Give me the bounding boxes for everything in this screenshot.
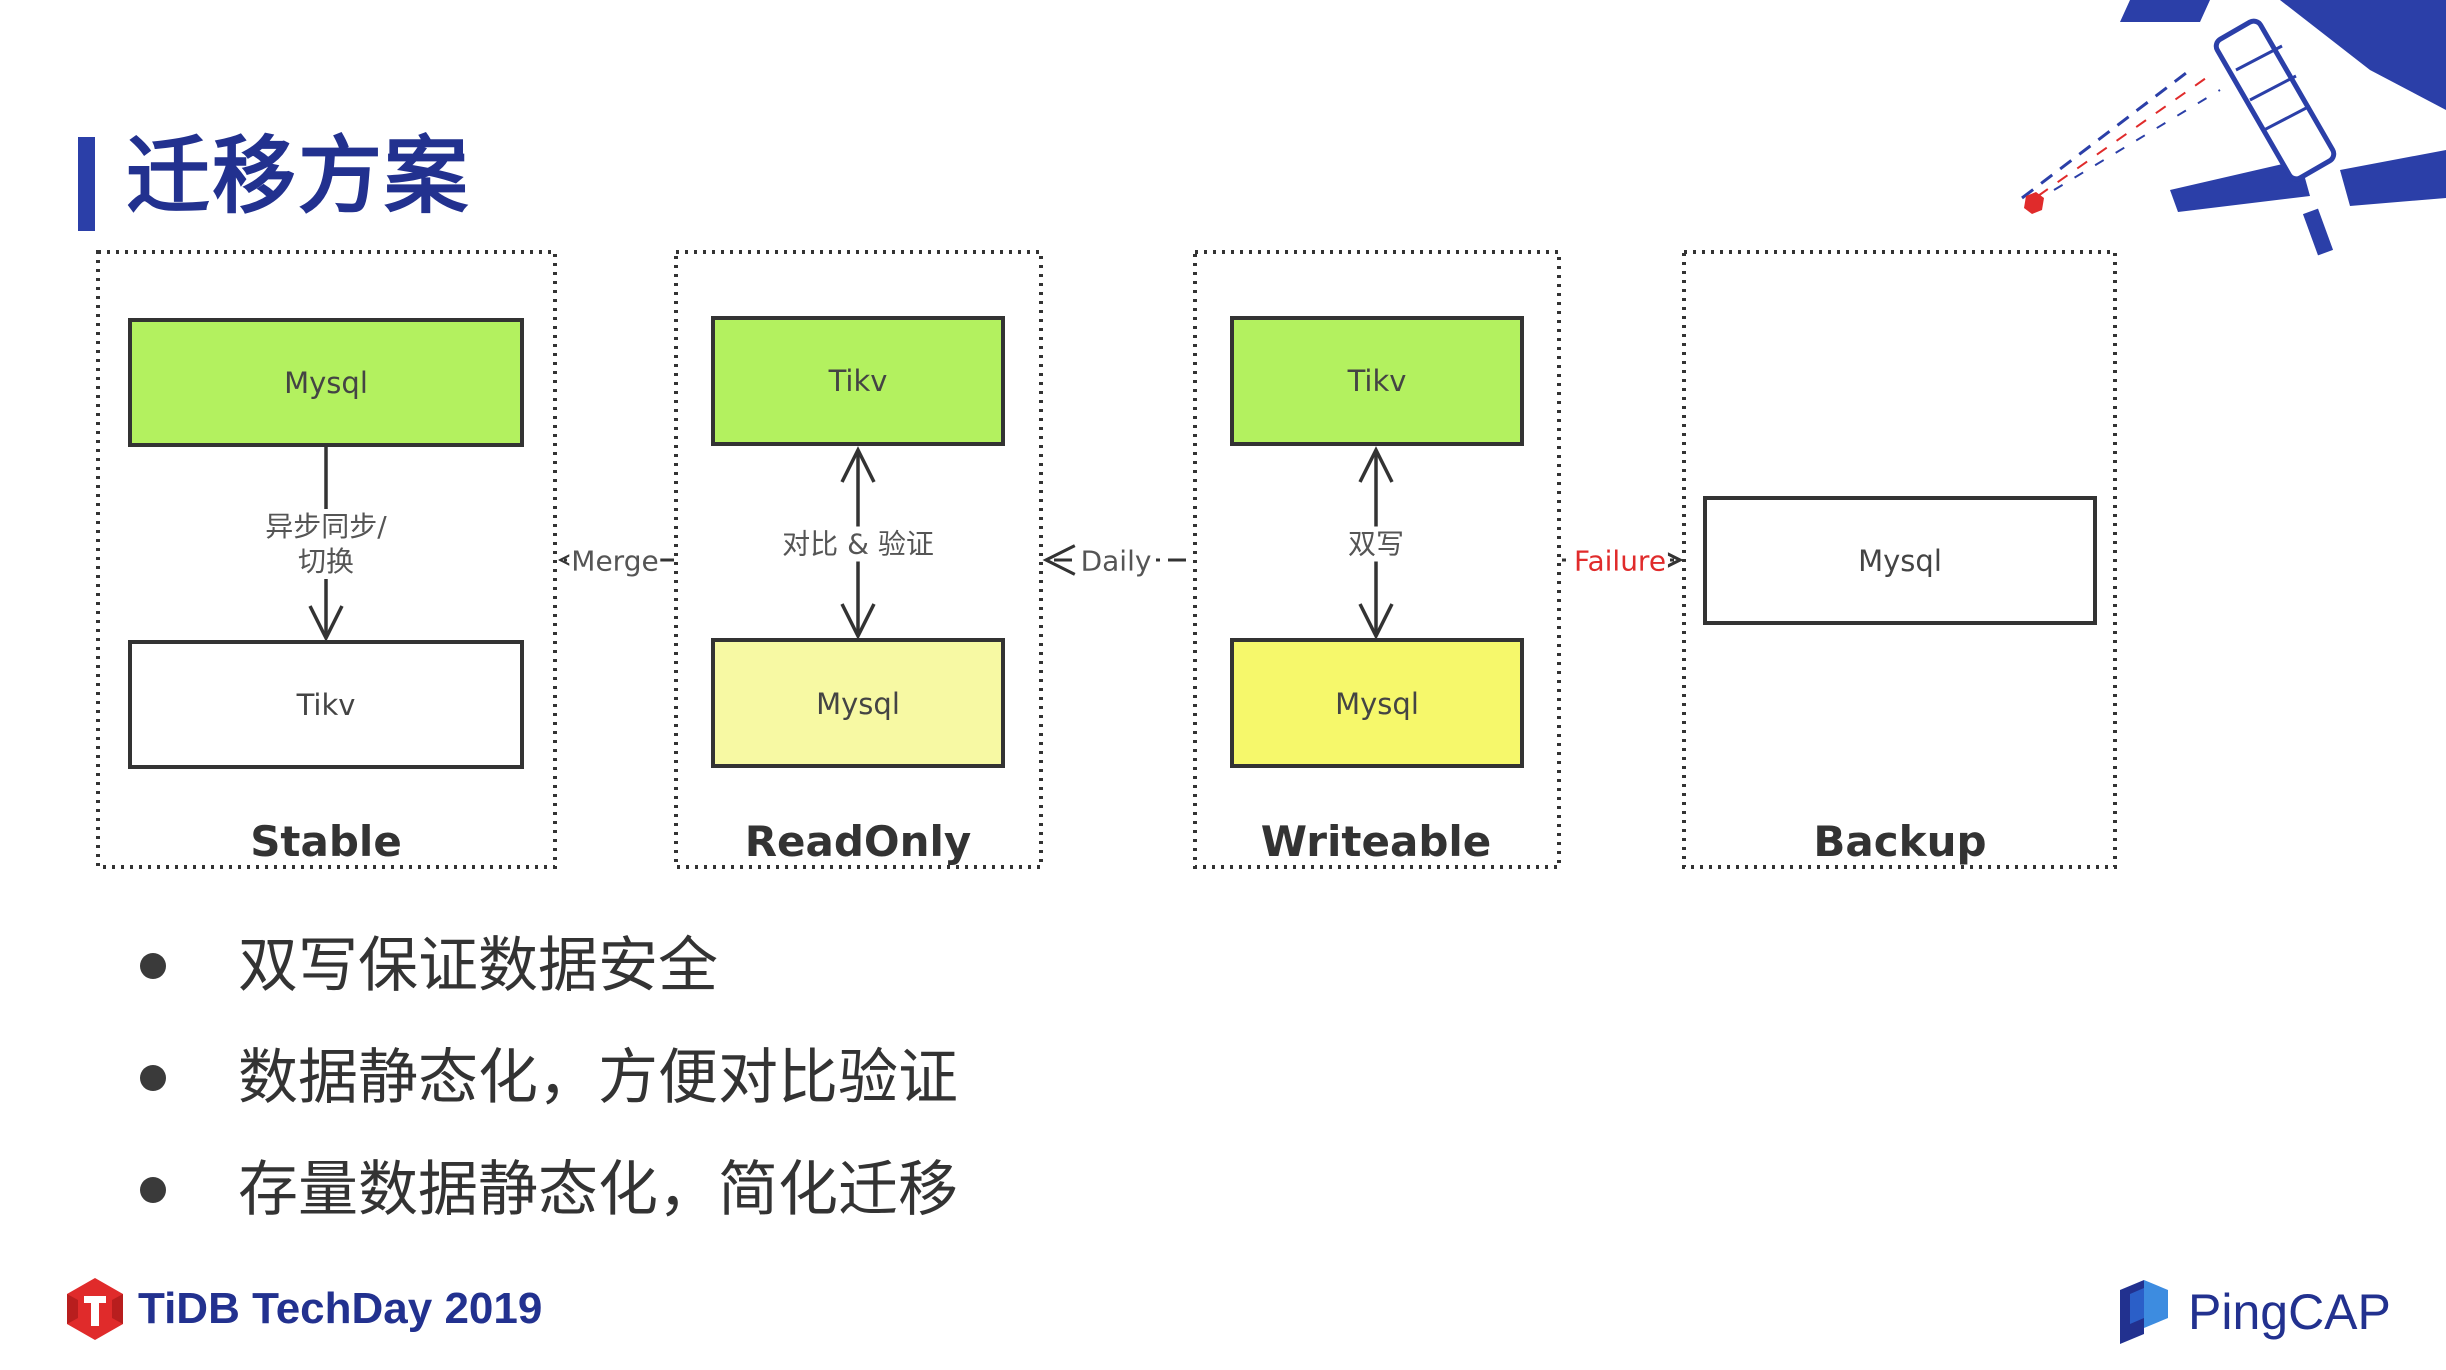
- tidb-logo-icon: [67, 1278, 123, 1340]
- label-backup-mysql: Mysql: [1858, 543, 1942, 578]
- list-item: 数据静态化，方便对比验证: [136, 1022, 958, 1134]
- edge-label-daily: Daily: [1078, 543, 1154, 579]
- edge-label-stable-sync: 异步同步/ 切换: [263, 509, 389, 579]
- label-writeable-mysql: Mysql: [1335, 686, 1419, 721]
- footer-brand-text: PingCAP: [2188, 1284, 2391, 1340]
- edge-label-stable-sync-line1: 异步同步/: [265, 510, 387, 543]
- bullet-text: 数据静态化，方便对比验证: [238, 1043, 958, 1113]
- group-backup: [1682, 250, 2117, 869]
- node-writeable-mysql: [1230, 638, 1524, 768]
- node-writeable-tikv: [1230, 316, 1524, 446]
- group-label-backup: Backup: [1813, 816, 1987, 866]
- node-backup-mysql: [1703, 496, 2097, 625]
- bullet-dot-icon: [140, 1065, 166, 1091]
- label-readonly-tikv: Tikv: [828, 363, 888, 398]
- label-writeable-tikv: Tikv: [1347, 363, 1407, 398]
- list-item: 存量数据静态化，简化迁移: [136, 1134, 958, 1246]
- edge-label-readonly-verify: 对比 & 验证: [780, 526, 936, 562]
- bullet-text: 双写保证数据安全: [238, 931, 718, 1001]
- node-stable-mysql: [128, 318, 524, 447]
- group-stable: [96, 250, 557, 869]
- node-readonly-mysql: [711, 638, 1005, 768]
- group-readonly: [674, 250, 1043, 869]
- node-stable-tikv: [128, 640, 524, 769]
- node-readonly-tikv: [711, 316, 1005, 446]
- bullet-list: 双写保证数据安全 数据静态化，方便对比验证 存量数据静态化，简化迁移: [136, 910, 958, 1246]
- bullet-dot-icon: [140, 953, 166, 979]
- list-item: 双写保证数据安全: [136, 910, 958, 1022]
- edge-label-merge: Merge: [569, 543, 661, 579]
- page-title: 迁移方案: [126, 127, 471, 225]
- footer-tidb: TiDB TechDay 2019: [64, 1276, 542, 1342]
- bullet-text: 存量数据静态化，简化迁移: [238, 1155, 958, 1225]
- satellite-icon: [2010, 0, 2446, 264]
- footer-pingcap: PingCAP: [2116, 1278, 2391, 1346]
- group-writeable: [1193, 250, 1561, 869]
- footer-brand-text: TiDB TechDay 2019: [138, 1284, 543, 1333]
- label-readonly-mysql: Mysql: [816, 686, 900, 721]
- title-accent-bar: [78, 137, 95, 231]
- group-label-readonly: ReadOnly: [744, 816, 972, 866]
- edge-label-stable-sync-line2: 切换: [297, 545, 354, 578]
- bullet-dot-icon: [140, 1177, 166, 1203]
- edge-label-failure: Failure: [1571, 543, 1669, 579]
- pingcap-logo-icon: [2120, 1280, 2168, 1344]
- group-label-stable: Stable: [250, 816, 402, 866]
- edge-label-writeable-dual: 双写: [1345, 526, 1407, 562]
- label-stable-mysql: Mysql: [284, 365, 368, 400]
- label-stable-tikv: Tikv: [296, 687, 356, 722]
- group-label-writeable: Writeable: [1260, 816, 1492, 866]
